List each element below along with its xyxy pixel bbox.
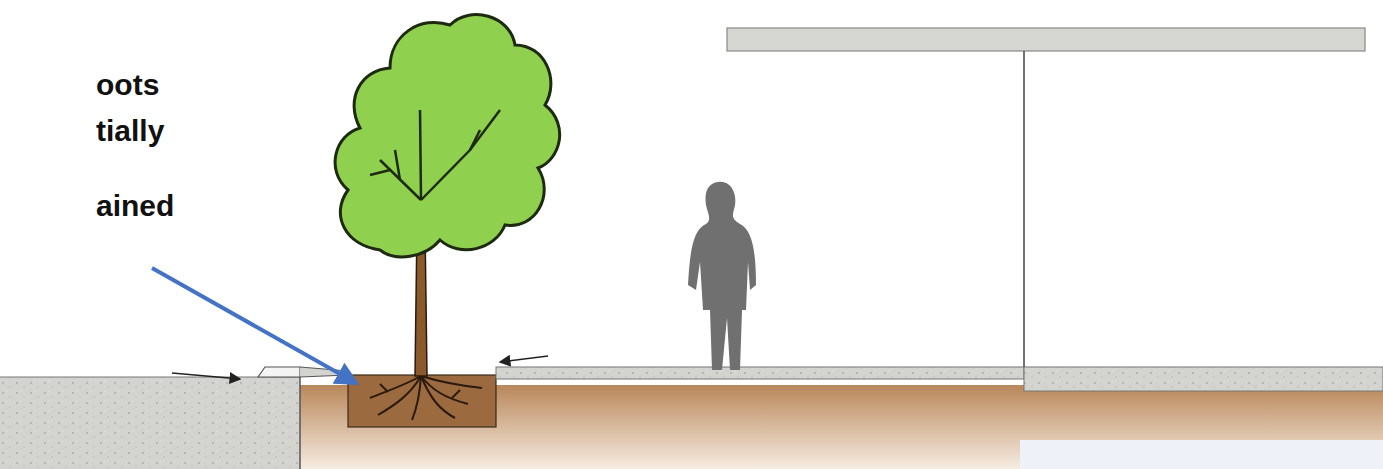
- roots: [370, 376, 482, 420]
- leader-arrow: [152, 268, 356, 383]
- person-silhouette: [688, 182, 756, 370]
- building-slab: [1024, 367, 1383, 391]
- tree-canopy: [335, 15, 560, 257]
- note-text: oots: [96, 68, 159, 102]
- canopy-roof: [727, 28, 1365, 51]
- column: [1023, 51, 1025, 367]
- tree-pit: [348, 375, 496, 427]
- flow-arrow: [172, 373, 240, 379]
- note-text: ained: [96, 189, 174, 223]
- note-text: tially: [96, 114, 164, 148]
- sidewalk-slab: [496, 367, 1024, 379]
- grate: [258, 367, 300, 377]
- flow-arrow: [500, 356, 548, 362]
- caption-panel: [1020, 440, 1383, 469]
- curb-block: [0, 377, 300, 469]
